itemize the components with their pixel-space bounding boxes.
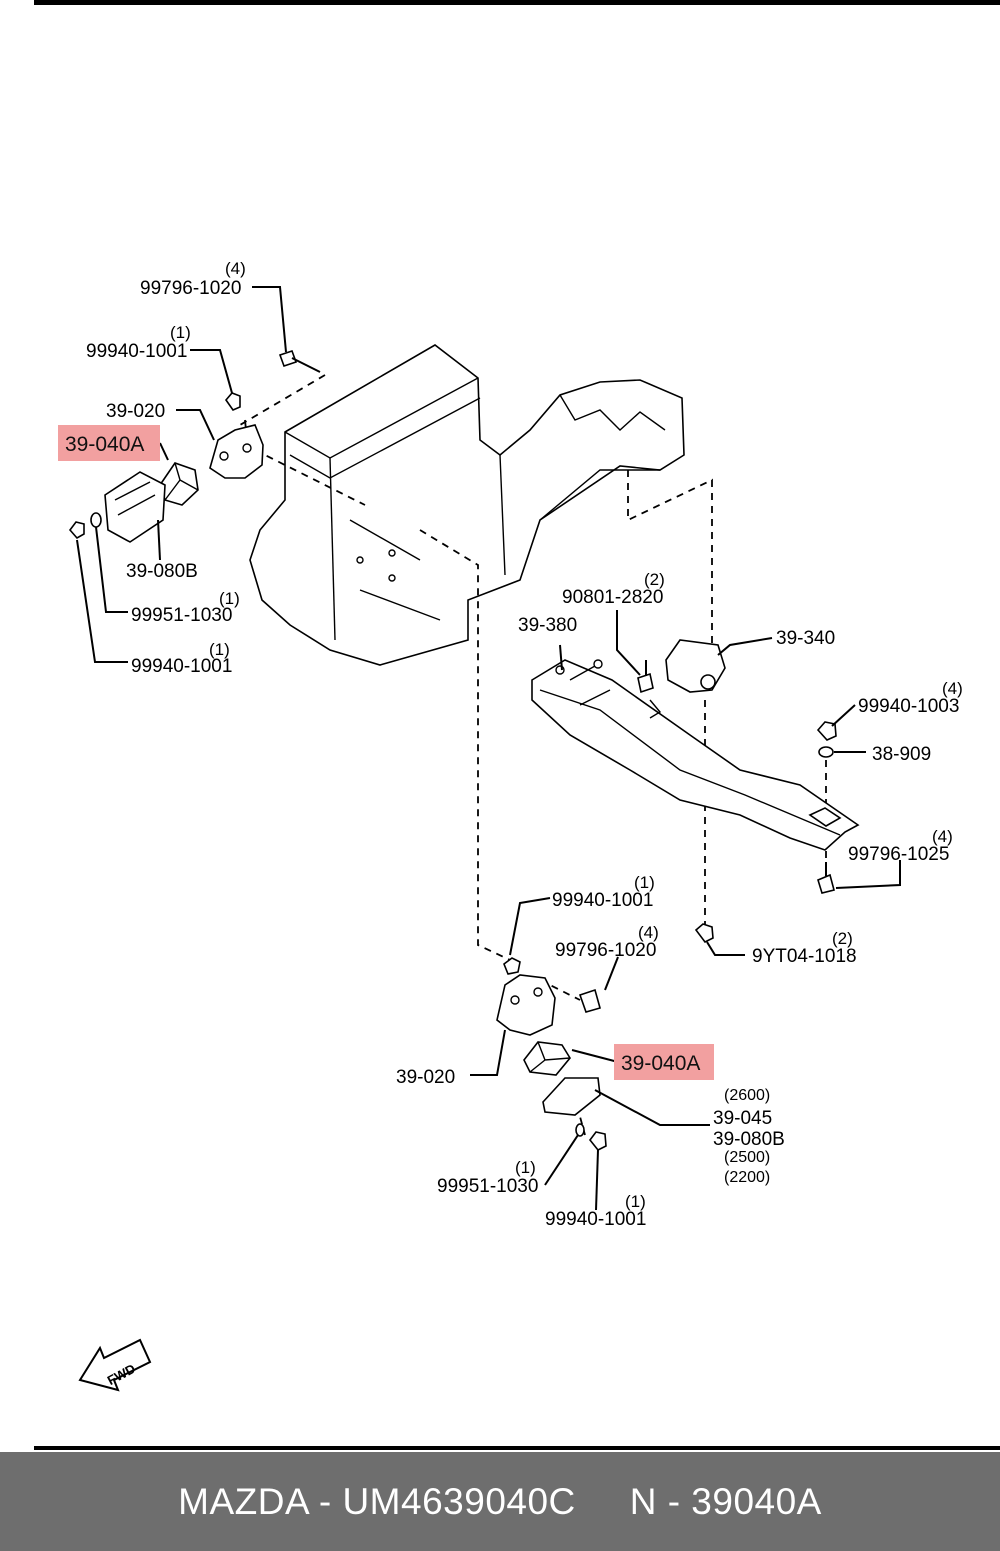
- callout-part-number: 99951-1030: [131, 605, 232, 626]
- callout-qty: (1): [634, 873, 655, 892]
- fwd-label: FWD: [105, 1361, 138, 1388]
- crossmember: [531, 639, 860, 851]
- engine-block: [249, 344, 685, 666]
- callout-part-number: 39-340: [776, 628, 835, 649]
- callout-qty: (2): [832, 929, 853, 948]
- right-fasteners: [694, 721, 837, 944]
- footer-separator: [34, 1446, 1000, 1450]
- callout-qty: (1): [515, 1158, 536, 1177]
- engine-variant: (2200): [724, 1169, 770, 1186]
- callout-part-number: 39-080B: [713, 1129, 785, 1150]
- callout-part-number: 90801-2820: [562, 587, 663, 608]
- upper-mount-assembly: [68, 349, 321, 543]
- lower-mount-assembly: [496, 957, 607, 1152]
- footer-caption: MAZDA - UM4639040C N - 39040A: [0, 1452, 1000, 1551]
- callout-qty: (4): [932, 827, 953, 846]
- engine-variant: (2600): [724, 1087, 770, 1104]
- fwd-arrow-icon: FWD: [78, 1338, 152, 1392]
- callout-part-number: 39-380: [518, 615, 577, 636]
- callout-qty: (2): [644, 570, 665, 589]
- callout-part-number: 39-020: [106, 401, 165, 422]
- callout-qty: (1): [170, 323, 191, 342]
- callout-qty: (4): [638, 923, 659, 942]
- highlight-box: [614, 1044, 714, 1080]
- callout-part-number: 99940-1001: [552, 890, 653, 911]
- top-border: [34, 0, 1000, 5]
- callout-part-number-highlighted: 39-040A: [65, 433, 144, 456]
- leader-lines: [76, 286, 901, 1211]
- footer-gap: [576, 1481, 630, 1523]
- callout-part-number-highlighted: 39-040A: [621, 1052, 700, 1075]
- callout-part-number: 38-909: [872, 744, 931, 765]
- callout-part-number: 39-080B: [126, 561, 198, 582]
- callout-part-number: 99796-1020: [555, 940, 656, 961]
- callout-part-number: 99951-1030: [437, 1176, 538, 1197]
- callout-qty: (1): [219, 589, 240, 608]
- callout-part-number: 39-020: [396, 1067, 455, 1088]
- callout-labels: (4) 99796-1020 (1) 99940-1001 39-020 39-…: [58, 259, 963, 1230]
- callout-part-number: 99940-1001: [131, 656, 232, 677]
- callout-part-number: 99796-1020: [140, 278, 241, 299]
- highlight-box: [58, 425, 160, 461]
- callout-part-number: 39-045: [713, 1108, 772, 1129]
- callout-qty: (1): [209, 640, 230, 659]
- callout-part-number: 99796-1025: [848, 844, 949, 865]
- callout-qty: (4): [225, 259, 246, 278]
- footer-ref: N - 39040A: [629, 1480, 822, 1522]
- callout-qty: (1): [625, 1192, 646, 1211]
- callout-part-number: 99940-1001: [545, 1209, 646, 1230]
- engine-variant: (2500): [724, 1149, 770, 1166]
- callout-part-number: 99940-1003: [858, 696, 959, 717]
- footer-brand-part: MAZDA - UM4639040C: [178, 1480, 576, 1522]
- callout-part-number: 9YT04-1018: [752, 946, 857, 967]
- engine-mount-diagram: (4) 99796-1020 (1) 99940-1001 39-020 39-…: [58, 259, 963, 1392]
- callout-qty: (4): [942, 679, 963, 698]
- callout-part-number: 99940-1001: [86, 341, 187, 362]
